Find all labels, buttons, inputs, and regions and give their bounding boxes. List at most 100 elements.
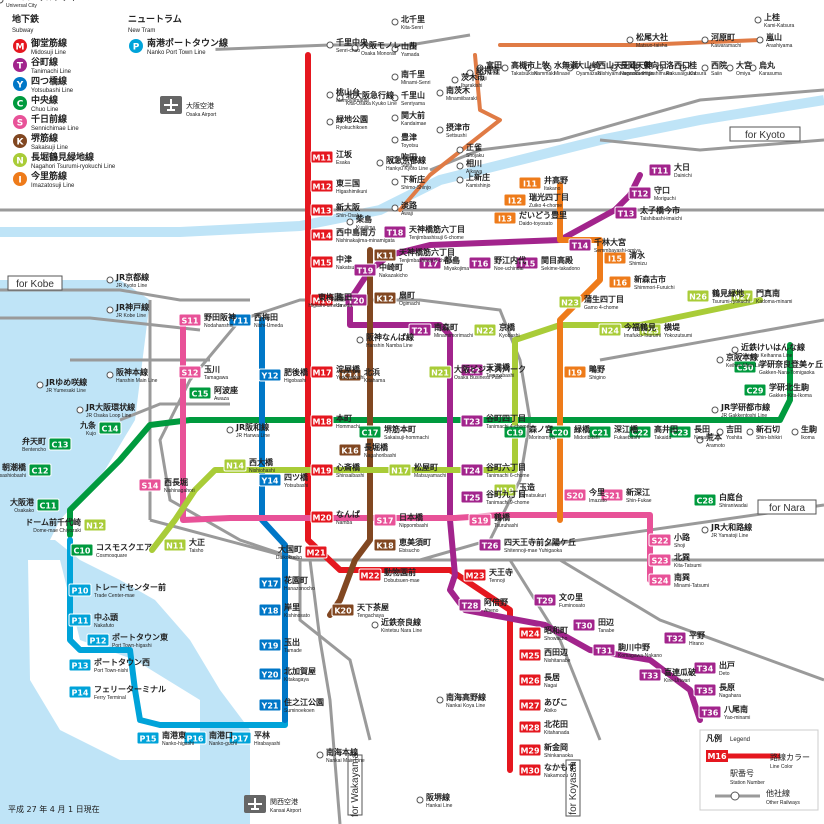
station-label[interactable]: ユニバーサルシティUniversal City — [6, 0, 77, 9]
